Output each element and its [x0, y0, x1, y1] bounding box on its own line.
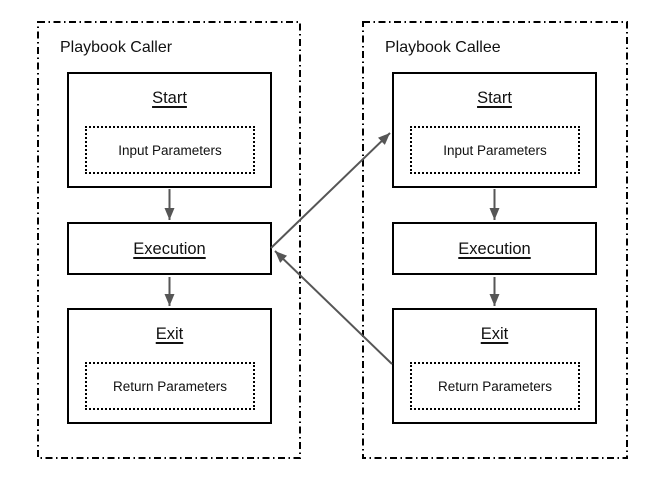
param-box-return-parameters: Return Parameters [85, 362, 255, 410]
param-box-return-parameters: Return Parameters [410, 362, 580, 410]
node-label-exit: Exit [480, 325, 509, 343]
node-label-execution: Execution [458, 239, 531, 258]
container-title-callee: Playbook Callee [385, 39, 501, 56]
arrow-caller-execution-to-callee-start [270, 132, 391, 249]
param-label: Input Parameters [118, 142, 222, 158]
param-box-input-parameters: Input Parameters [410, 126, 580, 174]
container-title-caller: Playbook Caller [60, 39, 173, 56]
node-label-exit: Exit [155, 325, 184, 343]
node-callee-execution: Execution [392, 222, 597, 275]
param-label: Input Parameters [443, 142, 547, 158]
node-label-execution: Execution [133, 239, 206, 258]
node-callee-start: Start Input Parameters [392, 72, 597, 188]
node-label-start: Start [477, 89, 512, 107]
arrow-callee-exit-to-caller-execution [274, 250, 393, 365]
node-callee-exit: Exit Return Parameters [392, 308, 597, 424]
node-caller-exit: Exit Return Parameters [67, 308, 272, 424]
node-caller-execution: Execution [67, 222, 272, 275]
param-label: Return Parameters [112, 378, 228, 394]
param-box-input-parameters: Input Parameters [85, 126, 255, 174]
node-label-start: Start [152, 89, 187, 107]
param-label: Return Parameters [437, 378, 553, 394]
node-caller-start: Start Input Parameters [67, 72, 272, 188]
